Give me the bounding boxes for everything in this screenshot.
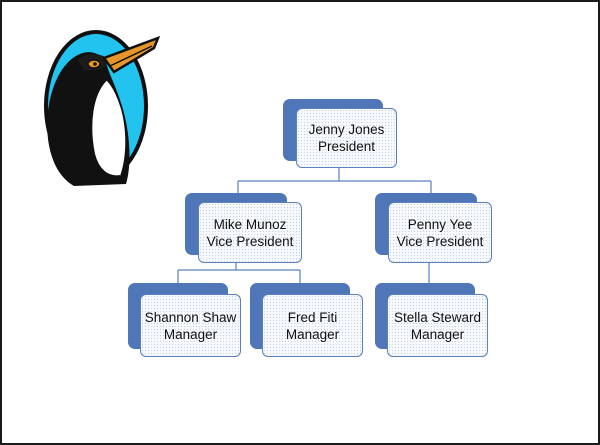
org-node-vp-right: Penny Yee Vice President [375, 193, 493, 264]
node-name: Fred Fiti [287, 309, 338, 325]
node-name: Penny Yee [407, 216, 473, 232]
org-node-president: Jenny Jones President [283, 99, 398, 169]
node-title: Manager [410, 326, 465, 342]
node-title: President [317, 139, 376, 154]
penguin-icon [44, 30, 161, 186]
connector-president-to-vps [237, 165, 432, 197]
node-title: Vice President [396, 233, 484, 249]
org-node-manager-stella: Stella Steward Manager [375, 283, 489, 358]
node-name: Shannon Shaw [144, 309, 237, 325]
org-node-manager-fred: Fred Fiti Manager [250, 283, 364, 358]
node-title: Manager [163, 326, 218, 342]
org-node-vp-left: Mike Munoz Vice President [185, 193, 303, 264]
node-title: Manager [285, 326, 340, 342]
node-name: Jenny Jones [308, 122, 385, 137]
node-name: Stella Steward [393, 309, 482, 325]
node-name: Mike Munoz [213, 216, 287, 232]
node-title: Vice President [206, 233, 294, 249]
org-node-manager-shannon: Shannon Shaw Manager [128, 283, 242, 358]
